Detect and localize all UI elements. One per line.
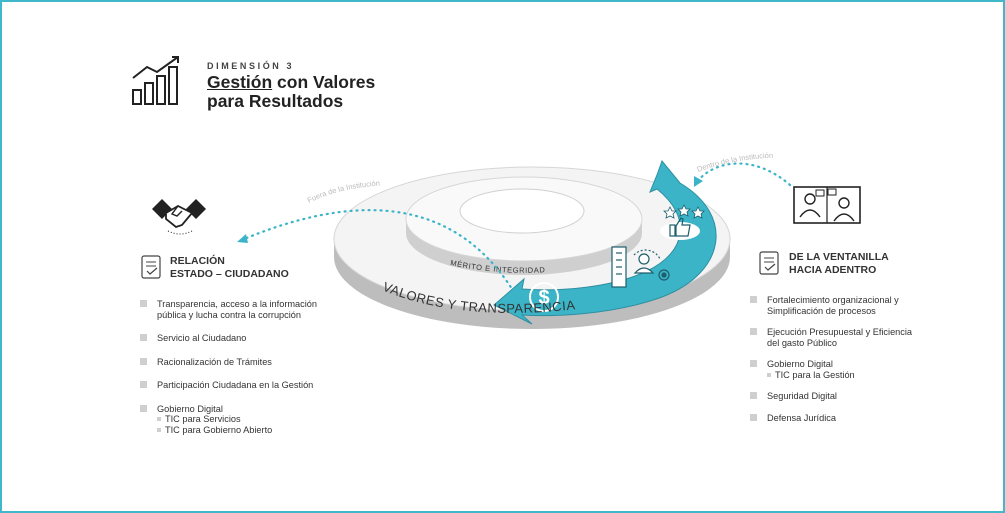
list-item: Gobierno Digital TIC para Servicios TIC … bbox=[140, 404, 340, 436]
thumbs-up-icon bbox=[660, 217, 700, 240]
left-panel-heading: RELACIÓN ESTADO – CIUDADANO bbox=[170, 255, 289, 281]
left-panel-list: Transparencia, acceso a la información p… bbox=[140, 299, 340, 435]
right-panel-heading: DE LA VENTANILLA HACIA ADENTRO bbox=[789, 251, 889, 277]
list-item: Ejecución Presupuestal y Eficiencia del … bbox=[750, 327, 920, 348]
svg-text:$: $ bbox=[538, 287, 549, 309]
sub-item: TIC para Gobierno Abierto bbox=[157, 425, 340, 436]
list-item: Defensa Jurídica bbox=[750, 413, 920, 424]
right-arc-label-svg: Dentro de la Institución bbox=[696, 151, 774, 174]
dollar-coin-icon: $ bbox=[529, 282, 559, 312]
right-dotted-arc bbox=[695, 162, 792, 187]
page-title: Gestión con Valores para Resultados bbox=[207, 73, 375, 111]
list-item: Fortalecimiento organizacional y Simplif… bbox=[750, 295, 920, 316]
handshake-icon bbox=[152, 199, 206, 235]
list-item: Transparencia, acceso a la información p… bbox=[140, 299, 340, 320]
building-person-gear-icon bbox=[611, 246, 670, 288]
right-arc-label: Dentro de la Institución bbox=[696, 151, 774, 174]
left-heading-line1: RELACIÓN bbox=[170, 255, 225, 267]
list-item: Gobierno Digital TIC para la Gestión bbox=[750, 359, 920, 380]
sub-item: TIC para Servicios bbox=[157, 414, 340, 425]
ring-diagram: $ VALORES Y TRANSPARENCIA MÉRITO E INTEG… bbox=[235, 159, 792, 329]
right-heading-line2: HACIA ADENTRO bbox=[789, 264, 877, 276]
sub-item: TIC para la Gestión bbox=[767, 370, 920, 381]
document-check-icon bbox=[759, 251, 779, 275]
video-meeting-icon bbox=[793, 186, 861, 224]
left-dotted-arc bbox=[235, 209, 519, 299]
title-underlined: Gestión bbox=[207, 72, 273, 92]
list-item: Seguridad Digital bbox=[750, 391, 920, 402]
stars-icon bbox=[663, 204, 705, 219]
center-hole bbox=[459, 188, 585, 234]
document-check-icon bbox=[141, 255, 161, 279]
list-item: Participación Ciudadana en la Gestión bbox=[140, 380, 340, 391]
bar-chart-growth-icon bbox=[132, 56, 179, 105]
title-rest: con Valores bbox=[272, 72, 376, 92]
dimension-label: DIMENSIÓN 3 bbox=[207, 61, 295, 71]
list-item: Servicio al Ciudadano bbox=[140, 333, 340, 344]
left-heading-line2: ESTADO – CIUDADANO bbox=[170, 268, 289, 280]
list-item: Racionalización de Trámites bbox=[140, 357, 340, 368]
title-line2: para Resultados bbox=[207, 91, 344, 111]
teal-spiral-band bbox=[493, 159, 717, 325]
right-panel-list: Fortalecimiento organizacional y Simplif… bbox=[750, 295, 920, 423]
right-heading-line1: DE LA VENTANILLA bbox=[789, 251, 889, 263]
